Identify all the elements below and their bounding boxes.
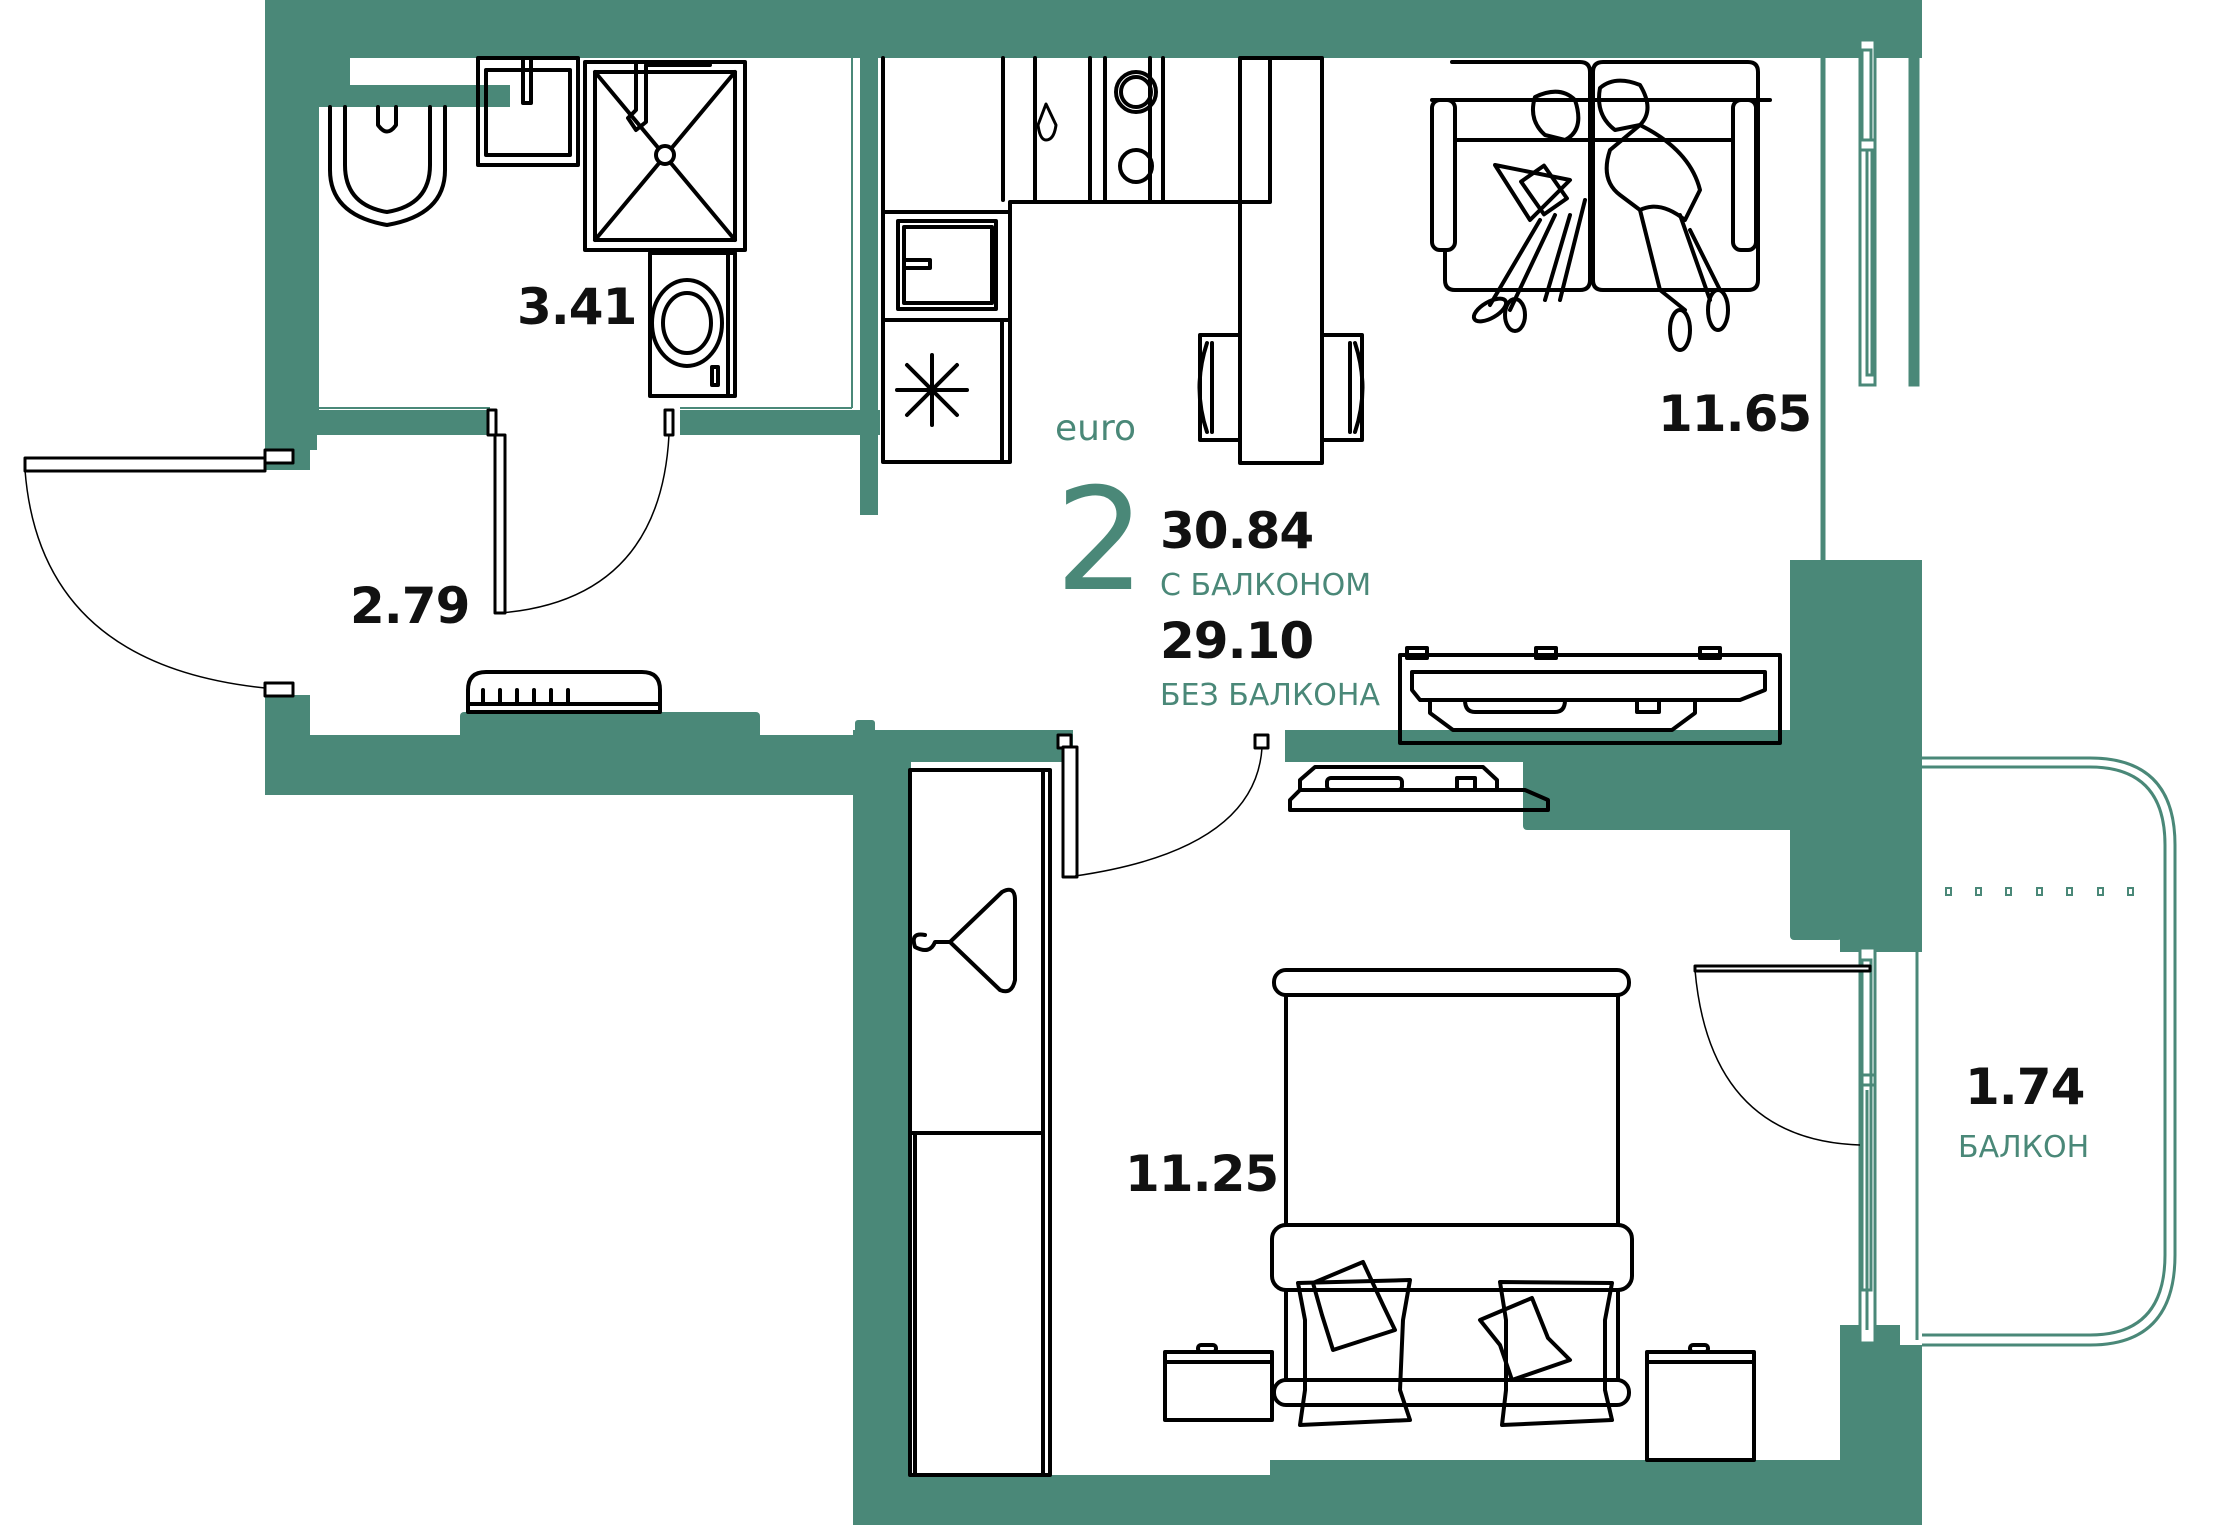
walls xyxy=(265,0,1922,1525)
rooms-count: 2 xyxy=(1055,458,1146,623)
total-area-without-balcony-caption: БЕЗ БАЛКОНА xyxy=(1160,678,1380,713)
window-living xyxy=(1820,38,1920,567)
nightstand-icon-left xyxy=(1163,1343,1274,1422)
nightstand-icon-right xyxy=(1645,1343,1756,1462)
balcony-caption: БАЛКОН xyxy=(1958,1130,2090,1165)
washing-machine-icon xyxy=(648,251,737,398)
hanger-icon xyxy=(911,887,1017,994)
room-area-kitchen-living: 11.65 xyxy=(1658,385,1812,443)
bedroom-door-icon[interactable] xyxy=(1056,733,1270,879)
toilet-icon xyxy=(328,105,447,227)
shower-icon xyxy=(583,60,747,252)
total-area-with-balcony: 30.84 xyxy=(1160,502,1314,560)
total-area-without-balcony: 29.10 xyxy=(1160,612,1314,670)
bathroom-door-icon[interactable] xyxy=(486,408,675,615)
pillow-icon xyxy=(1296,1260,1614,1427)
balcony-door-icon[interactable] xyxy=(1693,964,1872,1146)
refrigerator-icon xyxy=(895,353,969,427)
total-area-with-balcony-caption: С БАЛКОНОМ xyxy=(1160,568,1372,603)
chair-icon-left xyxy=(1197,333,1242,442)
wardrobe-icon xyxy=(908,768,1052,1477)
tv-icon xyxy=(1398,646,1782,745)
kitchen-sink-icon xyxy=(896,219,998,311)
entrance-door-icon[interactable] xyxy=(23,448,295,698)
room-area-bathroom: 3.41 xyxy=(517,278,637,336)
bed-icon xyxy=(1270,968,1634,1407)
radiator-icon xyxy=(466,670,662,714)
water-drop-icon xyxy=(1036,102,1058,142)
stove-icon xyxy=(1001,56,1165,202)
balcony xyxy=(1858,756,2177,1347)
balcony-railing-posts xyxy=(1945,887,2134,896)
kitchen-counter xyxy=(881,56,1272,464)
room-area-bedroom: 11.25 xyxy=(1125,1145,1279,1203)
people-icon xyxy=(1471,78,1730,352)
bathroom-inner-lines xyxy=(317,58,853,410)
sink-icon xyxy=(476,56,580,167)
chair-icon-right xyxy=(1320,333,1365,442)
room-area-hallway: 2.79 xyxy=(350,577,470,635)
room-area-balcony: 1.74 xyxy=(1965,1058,2085,1116)
dining-table-icon xyxy=(1238,56,1324,465)
apartment-type-label: euro xyxy=(1055,408,1136,449)
tv-icon-bedroom xyxy=(1288,765,1550,812)
